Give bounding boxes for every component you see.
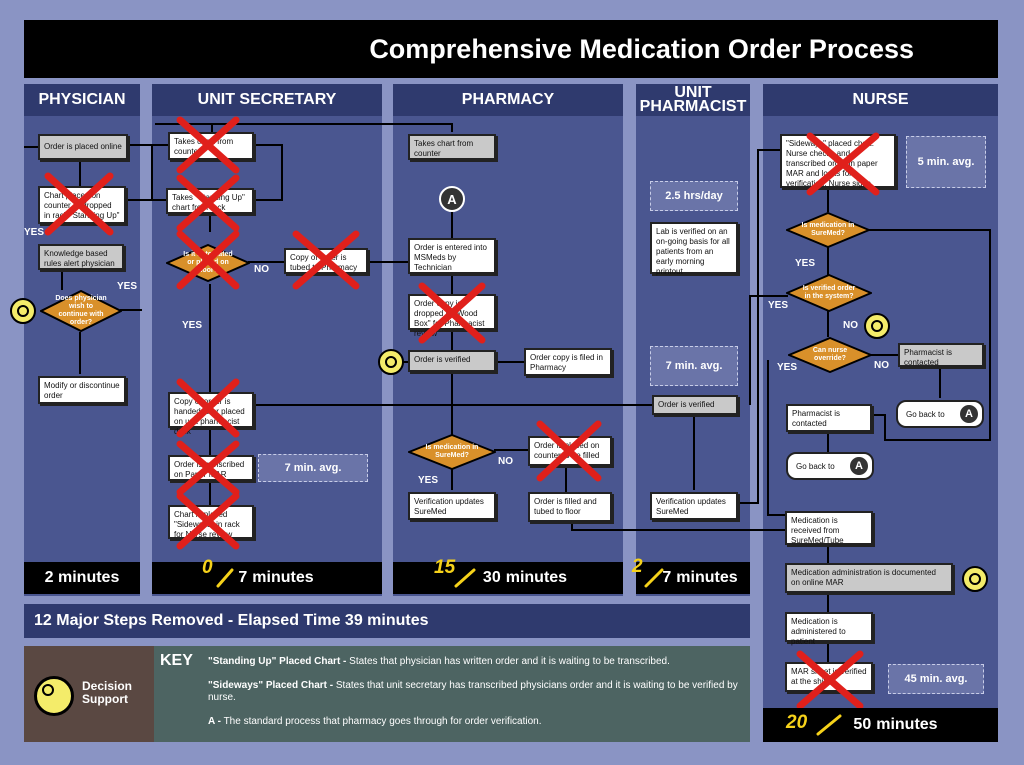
removed-step-x <box>176 230 240 290</box>
key-decision-support: Decision Support <box>24 646 154 742</box>
removed-step-x <box>176 116 240 174</box>
new-time: 15 <box>434 557 456 578</box>
label-no: NO <box>254 264 269 275</box>
new-time: 0 <box>202 557 213 578</box>
lane-header-physician: PHYSICIAN <box>24 84 140 116</box>
old-time: 30 <box>482 569 501 586</box>
time-unit: minutes <box>505 569 568 586</box>
decision-nurse-sure-med: Is medication in SureMed? <box>786 212 870 248</box>
decision-verified-in-system: Is verified order in the system? <box>786 274 872 312</box>
step-pharmacy-order-verified: Order is verified <box>408 350 496 372</box>
decision-support-icon <box>10 298 36 324</box>
label-yes: YES <box>182 320 203 331</box>
old-time: 50 <box>853 716 872 733</box>
step-pharmacist-contacted: Pharmacist is contacted <box>786 404 872 432</box>
label-yes: YES <box>777 362 798 373</box>
decision-support-icon <box>864 313 890 339</box>
key-item: A - The standard process that pharmacy g… <box>208 716 542 727</box>
label-yes: YES <box>24 227 45 238</box>
label-yes: YES <box>795 258 816 269</box>
time-unit: minutes <box>676 569 738 586</box>
avg-badge: 7 min. avg. <box>258 454 368 482</box>
removed-step-x <box>806 132 880 196</box>
removed-step-x <box>176 492 240 550</box>
step-filled-tubed: Order is filled and tubed to floor <box>528 492 612 522</box>
new-time: 2 <box>632 556 643 577</box>
avg-badge: 45 min. avg. <box>888 664 984 694</box>
decision-support-icon <box>34 676 74 716</box>
lane-header-unit-pharmacist: UNIT PHARMACIST <box>636 84 750 116</box>
removed-step-x <box>536 420 602 482</box>
connector-a-icon: A <box>958 403 980 425</box>
decision-support-icon <box>378 349 404 375</box>
lane-physician <box>24 84 140 596</box>
label-yes: YES <box>117 281 138 292</box>
removed-step-x <box>292 230 360 290</box>
time-unit: minutes <box>252 569 314 586</box>
decision-sure-med: Is medication in SureMed? <box>408 434 496 470</box>
step-order-placed-online: Order is placed online <box>38 134 128 160</box>
lane-footer-unit-secretary: 7 minutes <box>152 562 382 594</box>
key-heading: KEY <box>160 652 193 669</box>
step-go-back-a: Go back to A <box>786 452 874 480</box>
removed-step-x <box>418 282 486 344</box>
removed-step-x <box>44 172 114 236</box>
time-unit: minutes <box>876 716 938 733</box>
avg-badge: 7 min. avg. <box>650 346 738 386</box>
label-yes: YES <box>768 300 789 311</box>
step-medication-administered: Medication is administered to patient <box>785 612 873 646</box>
label-yes: YES <box>418 475 439 486</box>
removed-step-x <box>176 378 240 438</box>
decision-physician-continue: Does physician wish to continue with ord… <box>40 290 122 332</box>
removed-step-x <box>176 440 240 496</box>
step-go-back-a: Go back to A <box>896 400 984 428</box>
step-order-filed: Order copy is filed in Pharmacy <box>524 348 612 376</box>
step-pharmacy-takes-chart: Takes chart from counter <box>408 134 496 160</box>
key-panel: KEY "Standing Up" Placed Chart - States … <box>154 646 750 742</box>
time-badge: 2.5 hrs/day <box>650 181 738 211</box>
old-time: 7 <box>662 569 672 586</box>
step-sideways-chart: "Sideways" placed chart. Nurse checks an… <box>780 134 896 188</box>
removed-step-x <box>176 174 240 232</box>
step-verification-updates: Verification updates SureMed <box>408 492 496 520</box>
new-time: 20 <box>786 712 808 733</box>
connector-a-icon: A <box>848 455 870 477</box>
connector-a-icon: A <box>439 186 465 212</box>
lane-footer-pharmacy: 30 minutes <box>393 562 623 594</box>
lane-header-unit-secretary: UNIT SECRETARY <box>152 84 382 116</box>
label-no: NO <box>874 360 889 371</box>
lane-header-pharmacy: PHARMACY <box>393 84 623 116</box>
step-lab-verified: Lab is verified on an on-going basis for… <box>650 222 738 276</box>
step-unit-order-verified: Order is verified <box>652 395 738 415</box>
key-item: "Standing Up" Placed Chart - States that… <box>208 656 670 667</box>
key-ds-label: Decision Support <box>82 679 133 706</box>
removed-step-x <box>796 650 864 710</box>
lane-footer-physician: 2 minutes <box>24 562 140 594</box>
step-administration-documented: Medication administration is documented … <box>785 563 953 593</box>
step-medication-received: Medication is received from SureMed/Tube <box>785 511 873 545</box>
page-title: Comprehensive Medication Order Process <box>24 20 998 78</box>
lane-header-nurse: NURSE <box>763 84 998 116</box>
decision-nurse-override: Can nurse override? <box>788 337 872 373</box>
label-no: NO <box>843 320 858 331</box>
step-order-entered: Order is entered into MSMeds by Technici… <box>408 238 496 274</box>
step-pharmacist-contacted: Pharmacist is contacted <box>898 343 984 367</box>
lane-footer-nurse: 50 minutes <box>763 708 998 742</box>
label-no: NO <box>498 456 513 467</box>
step-modify-discontinue: Modify or discontinue order <box>38 376 126 404</box>
summary-bar: 12 Major Steps Removed - Elapsed Time 39… <box>24 604 750 638</box>
avg-badge: 5 min. avg. <box>906 136 986 188</box>
old-time: 7 <box>238 569 248 586</box>
lane-footer-unit-pharmacist: 7 minutes <box>636 562 750 594</box>
key-item: "Sideways" Placed Chart - States that un… <box>208 680 738 703</box>
step-unit-verification-updates: Verification updates SureMed <box>650 492 738 520</box>
step-knowledge-rules: Knowledge based rules alert physician <box>38 244 124 270</box>
decision-support-icon <box>962 566 988 592</box>
